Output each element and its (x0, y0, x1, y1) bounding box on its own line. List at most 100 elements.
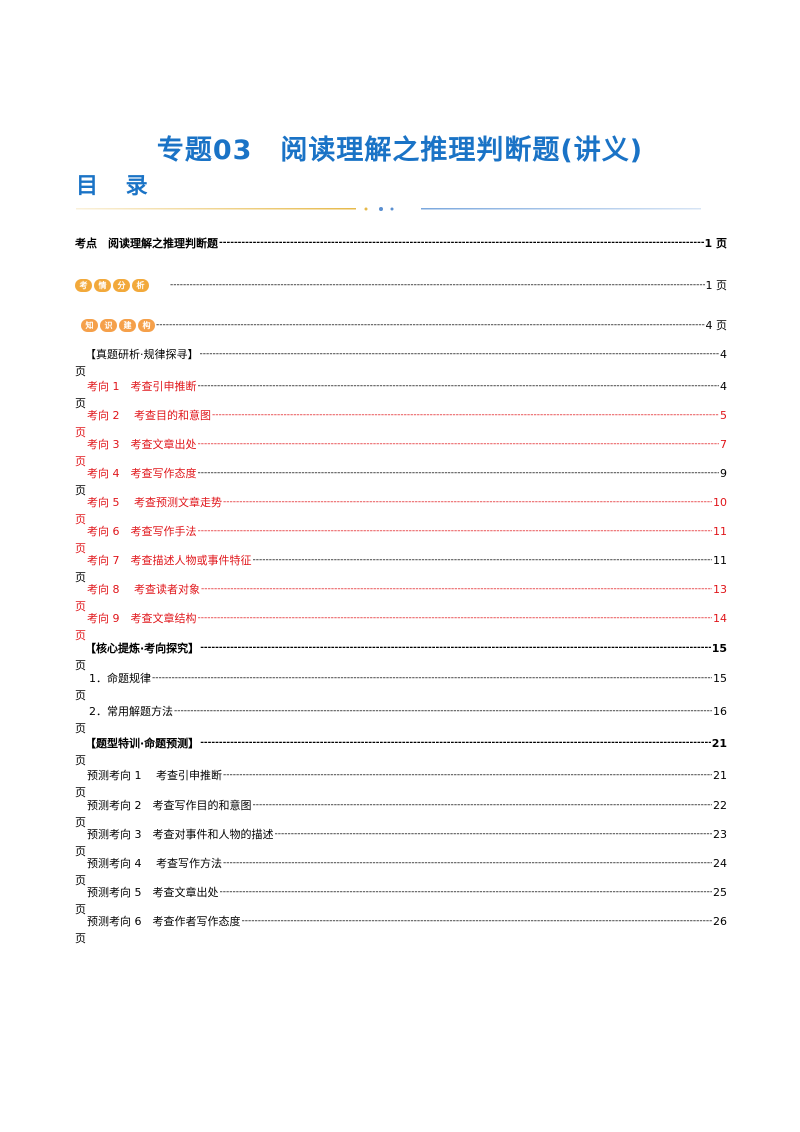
toc-leader-dots (223, 766, 712, 784)
toc-entry[interactable]: 预测考向 4 考查写作方法 24 (75, 854, 727, 872)
toc-entry[interactable]: 2．常用解题方法 16 (75, 702, 727, 720)
toc-entry[interactable]: 【真题研析·规律探寻】 4 (75, 345, 727, 363)
toc-entry[interactable]: 考点 阅读理解之推理判断题1 页 (75, 234, 727, 252)
toc-leader-dots (156, 316, 705, 334)
toc-page-unit: 页 (75, 689, 86, 702)
toc-page-number: 13 (713, 582, 727, 596)
toc-leader-dots (170, 276, 705, 294)
toc-page-number: 4 页 (705, 319, 728, 332)
toc-entry-label: 1．命题规律 (89, 672, 151, 685)
toc-leader-dots (253, 551, 713, 569)
badge-char: 考 (75, 278, 92, 292)
toc-page-number: 22 (713, 798, 727, 812)
toc-page-unit: 页 (75, 754, 86, 767)
toc-page-unit: 页 (75, 932, 86, 945)
toc-leader-dots (198, 609, 713, 627)
toc-page-number: 24 (713, 856, 727, 870)
toc-page-number: 4 (720, 379, 727, 393)
toc-entry[interactable]: 1．命题规律15 (75, 669, 727, 687)
toc-page-unit: 页 (75, 903, 86, 916)
toc-page-unit: 页 (75, 484, 86, 497)
toc-page-number: 26 (713, 914, 727, 928)
toc-leader-dots (223, 493, 712, 511)
toc-page-number: 5 (720, 408, 727, 422)
toc-entry[interactable]: 预测考向 1 考查引申推断21 (75, 766, 727, 784)
toc-entry-label: 考向 9 考查文章结构 (87, 612, 197, 625)
toc-page-number: 16 (713, 704, 727, 718)
toc-entry-label: 2．常用解题方法 (89, 705, 173, 718)
toc-entry-label: 考向 8 考查读者对象 (87, 583, 200, 596)
toc-page-number: 21 (713, 768, 727, 782)
toc-entry-label: 预测考向 3 考查对事件和人物的描述 (87, 828, 274, 841)
toc-entry-label: 预测考向 4 考查写作方法 (87, 857, 222, 870)
toc-entry-label: 知识建构 (75, 318, 155, 332)
toc-entry[interactable]: 【题型特训·命题预测】21 (75, 734, 727, 752)
toc-page-unit: 页 (75, 426, 86, 439)
toc-leader-dots (220, 883, 713, 901)
toc-leader-dots (198, 464, 720, 482)
toc-page-number: 15 (711, 641, 727, 655)
toc-page-unit: 页 (75, 845, 86, 858)
toc-entry[interactable]: 考向 8 考查读者对象 13 (75, 580, 727, 598)
toc-leader-dots (198, 522, 713, 540)
toc-page-unit: 页 (75, 874, 86, 887)
toc-entry-label: 预测考向 2 考查写作目的和意图 (87, 799, 252, 812)
toc-entry-label: 考情分析 (75, 278, 149, 292)
toc-entry-label: 考向 7 考查描述人物或事件特征 (87, 554, 252, 567)
badge-char: 构 (138, 318, 155, 332)
badge-char: 建 (119, 318, 136, 332)
badge-char: 析 (132, 278, 149, 292)
toc-entry[interactable]: 预测考向 2 考查写作目的和意图 22 (75, 796, 727, 814)
decorative-divider (76, 207, 701, 211)
toc-leader-dots (200, 639, 711, 657)
toc-leader-dots (223, 854, 712, 872)
toc-entry-label: 考向 5 考查预测文章走势 (87, 496, 222, 509)
toc-page-unit: 页 (75, 786, 86, 799)
toc-entry[interactable]: 考向 1 考查引申推断 4 (75, 377, 727, 395)
toc-entry[interactable]: 考向 7 考查描述人物或事件特征 11 (75, 551, 727, 569)
toc-page-unit: 页 (75, 513, 86, 526)
toc-entry-label: 【真题研析·规律探寻】 (85, 348, 199, 361)
toc-entry-label: 【核心提炼·考向探究】 (85, 642, 200, 655)
toc-entry[interactable]: 预测考向 6 考查作者写作态度 26 (75, 912, 727, 930)
toc-entry[interactable]: 预测考向 3 考查对事件和人物的描述23 (75, 825, 727, 843)
toc-leader-dots (200, 345, 720, 363)
toc-page-unit: 页 (75, 600, 86, 613)
toc-leader-dots (253, 796, 713, 814)
toc-entry-label: 考向 1 考查引申推断 (87, 380, 197, 393)
toc-entry[interactable]: 【核心提炼·考向探究】 15 (75, 639, 727, 657)
toc-page-number: 9 (720, 466, 727, 480)
toc-entry[interactable]: 考向 4 考查写作态度 9 (75, 464, 727, 482)
toc-page-unit: 页 (75, 571, 86, 584)
toc-page-number: 14 (713, 611, 727, 625)
toc-entry-label: 考向 6 考查写作手法 (87, 525, 197, 538)
toc-leader-dots (219, 234, 704, 252)
document-title: 专题03 阅读理解之推理判断题(讲义) (156, 135, 644, 166)
toc-entry[interactable]: 考向 5 考查预测文章走势 10 (75, 493, 727, 511)
badge-char: 知 (81, 318, 98, 332)
toc-page-unit: 页 (75, 659, 86, 672)
toc-page-unit: 页 (75, 542, 86, 555)
toc-entry-label: 考向 3 考查文章出处 (87, 438, 197, 451)
toc-page-number: 4 (720, 347, 727, 361)
toc-page-number: 7 (720, 437, 727, 451)
toc-entry[interactable]: 预测考向 5 考查文章出处25 (75, 883, 727, 901)
toc-page-number: 1 页 (705, 279, 728, 292)
toc-leader-dots (174, 702, 712, 720)
toc-entry[interactable]: 考向 2 考查目的和意图 5 (75, 406, 727, 424)
toc-entry-label: 考向 4 考查写作态度 (87, 467, 197, 480)
toc-leader-dots (275, 825, 713, 843)
toc-page-number: 10 (713, 495, 727, 509)
toc-page-number: 11 (713, 553, 727, 567)
toc-entry[interactable]: 考向 6 考查写作手法11 (75, 522, 727, 540)
toc-leader-dots (212, 406, 719, 424)
toc-entry-label: 考向 2 考查目的和意图 (87, 409, 211, 422)
toc-entry-label: 预测考向 6 考查作者写作态度 (87, 915, 241, 928)
toc-entry[interactable]: 考向 9 考查文章结构 14 (75, 609, 727, 627)
toc-entry[interactable]: 考向 3 考查文章出处 7 (75, 435, 727, 453)
toc-leader-dots (198, 377, 720, 395)
toc-heading: 目 录 (76, 174, 158, 199)
toc-page-number: 21 (711, 736, 727, 750)
